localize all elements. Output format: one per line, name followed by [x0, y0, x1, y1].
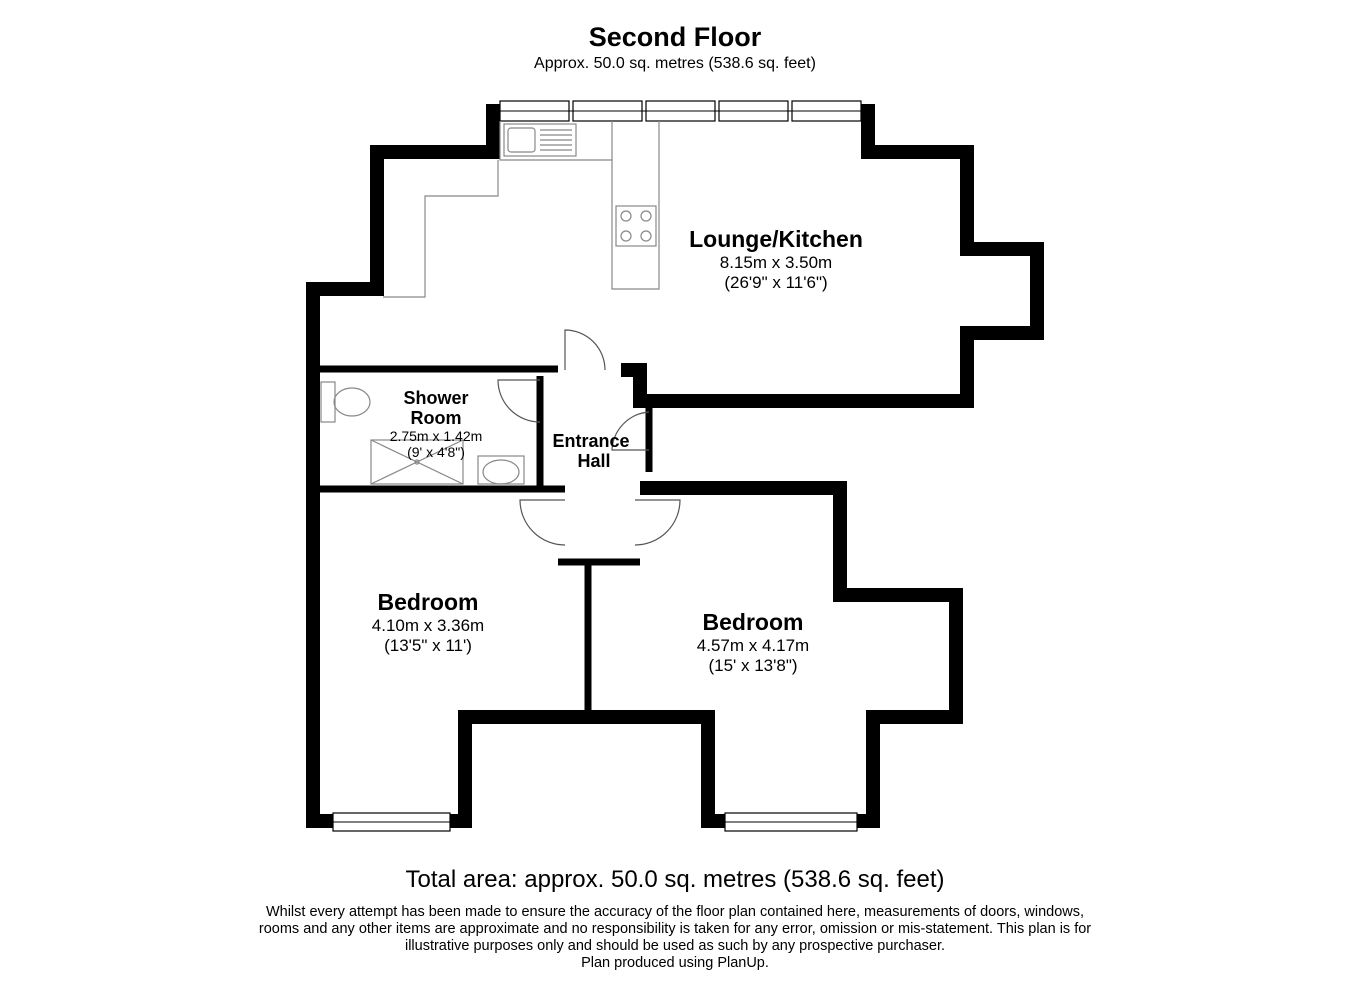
room-name: Entrance — [552, 431, 629, 451]
room-name: Shower — [403, 388, 468, 408]
kitchen-counter — [383, 121, 660, 298]
room-dimensions-imperial: (9' x 4'8") — [407, 444, 465, 460]
total-area: Total area: approx. 50.0 sq. metres (538… — [405, 866, 945, 893]
room-dimensions-metric: 4.57m x 4.17m — [697, 636, 809, 655]
room-name: Lounge/Kitchen — [689, 226, 863, 252]
basin-icon — [477, 455, 525, 485]
room-dimensions-metric: 4.10m x 3.36m — [372, 616, 484, 635]
room-lounge-kitchen: Lounge/Kitchen 8.15m x 3.50m (26'9" x 11… — [689, 226, 863, 292]
toilet-icon — [320, 381, 371, 423]
door-swings — [497, 329, 681, 546]
disclaimer: Whilst every attempt has been made to en… — [200, 904, 1150, 972]
room-dimensions-imperial: (15' x 13'8") — [708, 656, 797, 675]
room-name: Bedroom — [703, 609, 804, 635]
disclaimer-line: rooms and any other items are approximat… — [258, 921, 1092, 937]
room-dimensions-metric: 8.15m x 3.50m — [720, 253, 832, 272]
room-name: Room — [411, 408, 462, 428]
disclaimer-line: Plan produced using PlanUp. — [581, 955, 769, 971]
room-name: Bedroom — [378, 589, 479, 615]
floor-title: Second Floor — [588, 22, 762, 52]
hob-icon — [615, 205, 657, 247]
room-dimensions-imperial: (26'9" x 11'6") — [724, 273, 827, 292]
room-bedroom-2: Bedroom 4.57m x 4.17m (15' x 13'8") — [697, 609, 809, 675]
floor-area-subtitle: Approx. 50.0 sq. metres (538.6 sq. feet) — [534, 55, 816, 72]
room-shower: Shower Room 2.75m x 1.42m (9' x 4'8") — [390, 388, 483, 460]
room-dimensions-metric: 2.75m x 1.42m — [390, 428, 483, 444]
sink-icon — [503, 123, 577, 157]
interior-walls — [313, 365, 653, 712]
room-dimensions-imperial: (13'5" x 11') — [384, 636, 472, 655]
disclaimer-line: illustrative purposes only and should be… — [404, 938, 946, 954]
room-entrance-hall: Entrance Hall — [552, 431, 629, 471]
outer-walls — [306, 104, 1044, 828]
disclaimer-line: Whilst every attempt has been made to en… — [265, 904, 1085, 920]
room-name: Hall — [577, 451, 610, 471]
room-bedroom-1: Bedroom 4.10m x 3.36m (13'5" x 11') — [372, 589, 484, 655]
shower-tray-icon — [370, 439, 464, 485]
